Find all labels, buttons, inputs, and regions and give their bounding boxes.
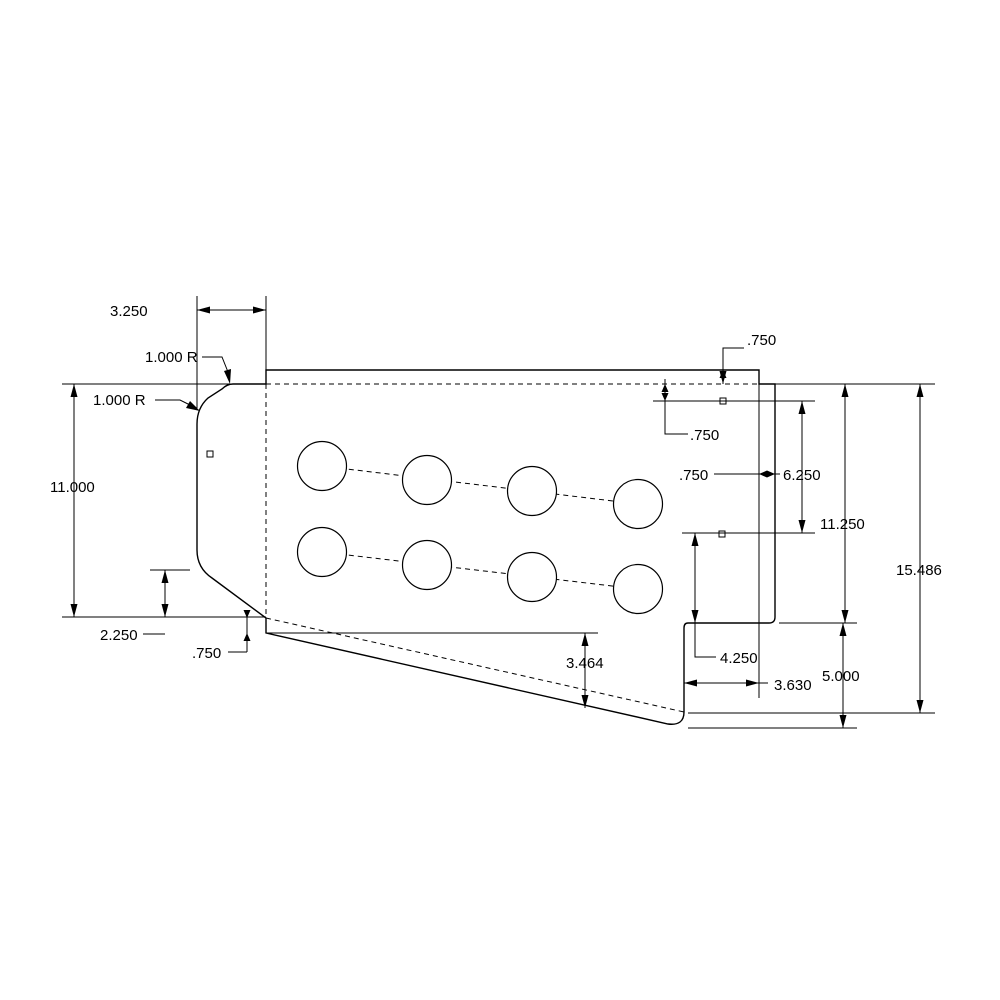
dim-label-left-height: 11.000 xyxy=(50,479,95,496)
dim-label-hole-spacing: 6.250 xyxy=(783,467,821,484)
dim-label-notch-height: 4.250 xyxy=(720,650,758,667)
hole-pattern xyxy=(296,440,664,615)
hole xyxy=(401,454,453,506)
hole xyxy=(296,526,348,578)
dim-label-overall-height: 15.486 xyxy=(896,562,942,579)
dim-label-side-radius: 1.000 R xyxy=(93,392,146,409)
dim-label-lower-offset: .750 xyxy=(192,645,221,662)
hole xyxy=(506,465,558,517)
part-outline xyxy=(196,369,776,725)
reference-mark xyxy=(718,530,726,538)
dim-label-lower-left: 2.250 xyxy=(100,627,138,644)
hole xyxy=(612,478,664,530)
dim-label-right-mark-offset: .750 xyxy=(690,427,719,444)
dim-label-right-edge-offset: .750 xyxy=(679,467,708,484)
dim-label-bottom-height: 5.000 xyxy=(822,668,860,685)
dim-label-top-radius: 1.000 R xyxy=(145,349,198,366)
hole xyxy=(296,440,348,492)
dim-label-notch-width: 3.630 xyxy=(774,677,812,694)
hole xyxy=(401,539,453,591)
hole xyxy=(506,551,558,603)
hole xyxy=(612,563,664,615)
dimension-labels: 3.250 1.000 R 1.000 R 11.000 2.250 .750 … xyxy=(50,303,942,694)
dim-label-top-width: 3.250 xyxy=(110,303,148,320)
reference-mark xyxy=(206,450,214,458)
dim-label-top-right-offset: .750 xyxy=(747,332,776,349)
dimension-lines xyxy=(62,296,935,729)
dim-label-right-height-inner: 11.250 xyxy=(820,516,865,533)
dim-label-slope-drop: 3.464 xyxy=(566,655,604,672)
